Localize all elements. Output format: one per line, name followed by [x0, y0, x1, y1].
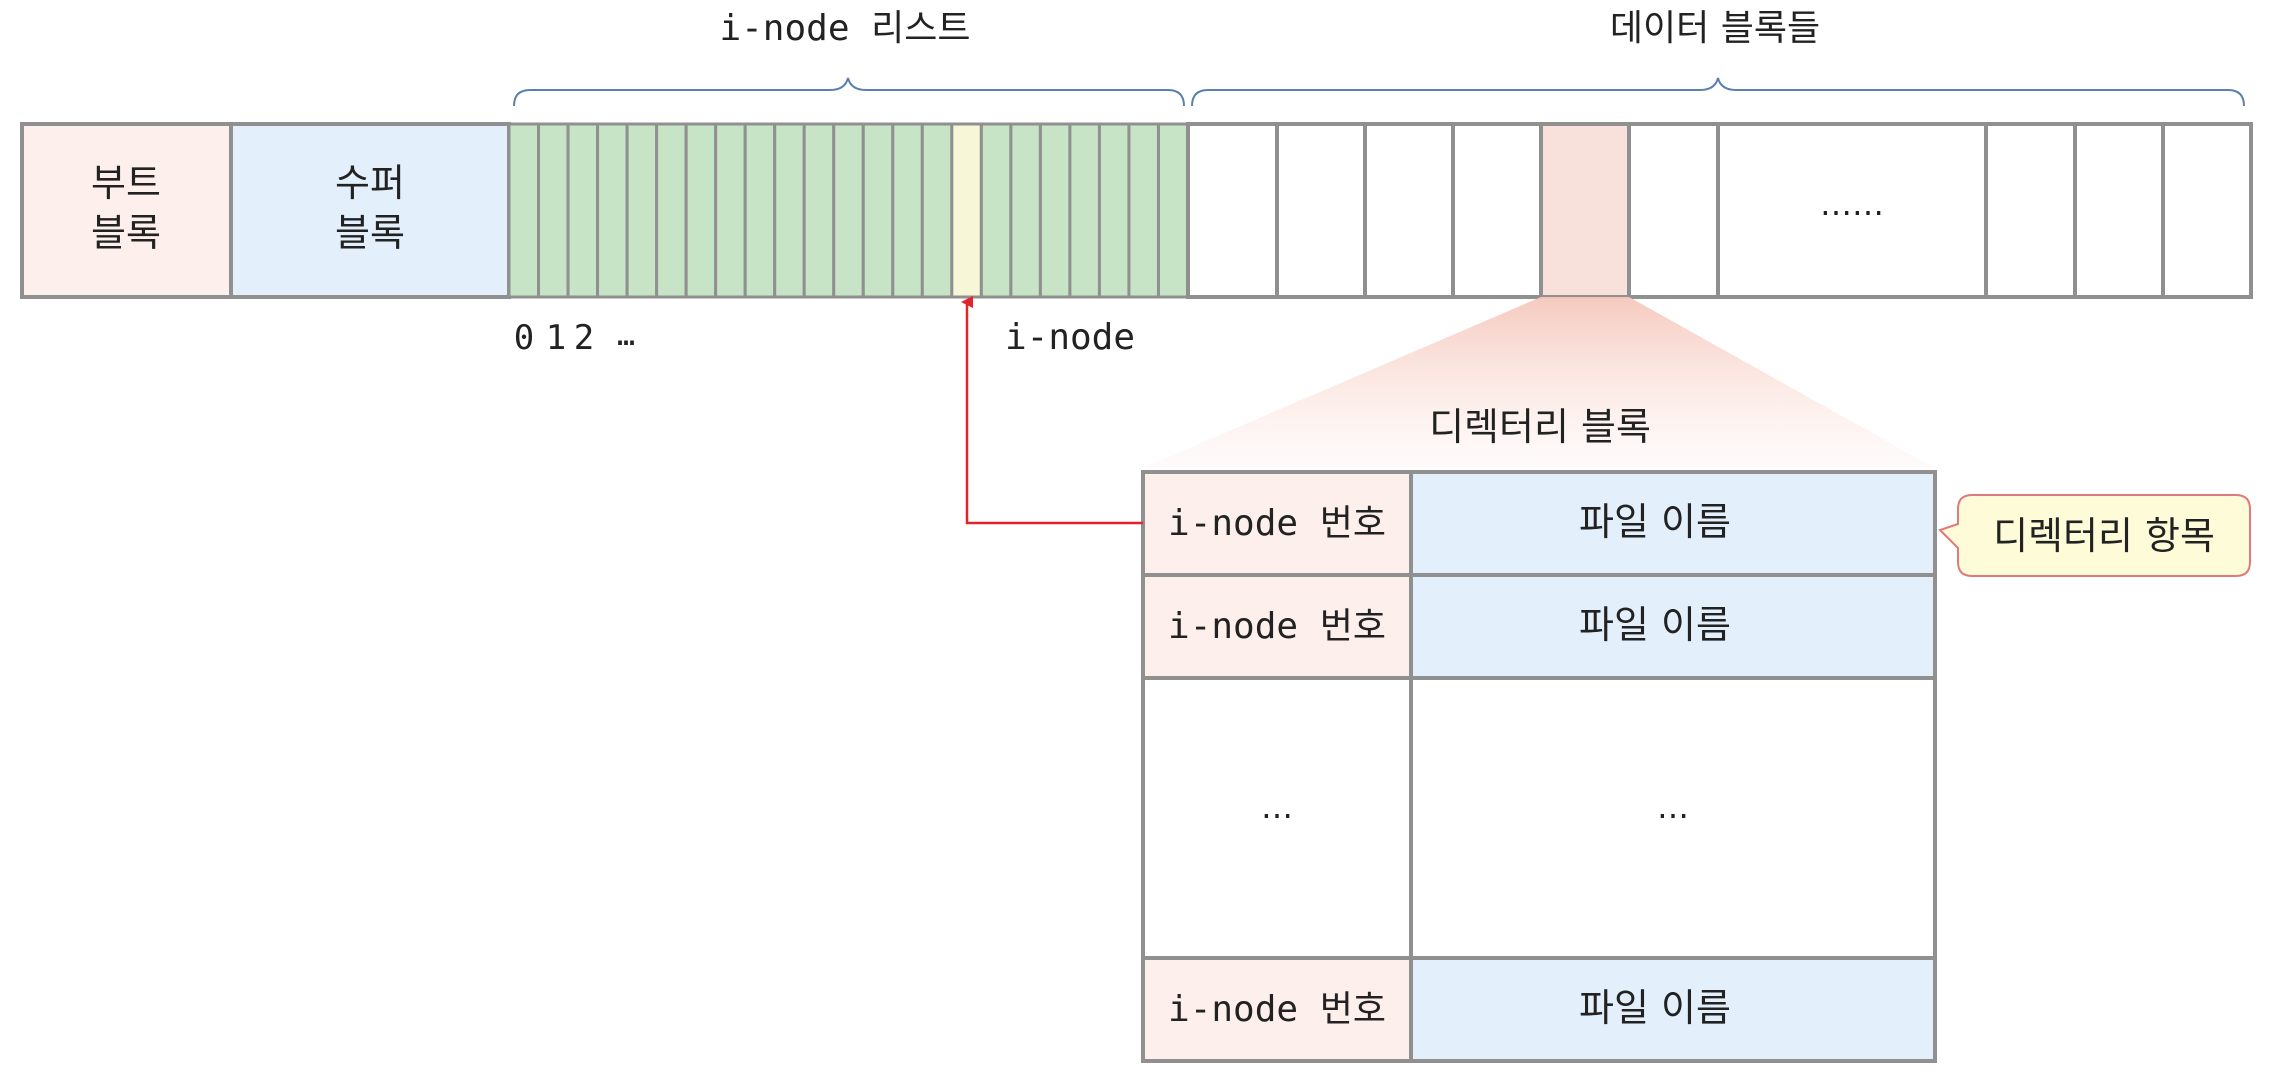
inode-list: [507, 122, 1190, 299]
inode-index-1: 1: [546, 318, 566, 358]
directory-block-title: 디렉터리 블록: [1429, 405, 1651, 449]
dir-row-2-inode: i-node 번호: [1168, 606, 1386, 647]
inode-cell: [832, 122, 865, 299]
data-block: [2073, 122, 2165, 299]
dir-row-2-name: 파일 이름: [1579, 603, 1731, 647]
data-block: [1451, 122, 1543, 299]
inode-list-brace: [513, 77, 1185, 107]
dir-row-3-name: …: [1657, 788, 1689, 826]
dir-row-1-name-cell: [1409, 470, 1937, 577]
data-block: [1627, 122, 1720, 299]
super-block: [229, 122, 511, 299]
data-block: [1363, 122, 1455, 299]
inode-cell: [979, 122, 1013, 299]
dir-row-4-name: 파일 이름: [1579, 986, 1731, 1030]
data-block: [1716, 122, 1988, 299]
inode-cell: [1127, 122, 1160, 299]
inode-cell: [566, 122, 600, 299]
inode-cell: [625, 122, 659, 299]
inode-cell: [537, 122, 570, 299]
data-block: [1984, 122, 2077, 299]
inode-cell: [1156, 122, 1190, 299]
inode-index-0: 0: [514, 318, 534, 358]
data-block-directory: [1539, 122, 1631, 299]
boot-block-label-1: 부트: [91, 161, 161, 205]
super-block-label-1: 수퍼: [335, 161, 405, 205]
inode-cell: [1009, 122, 1042, 299]
inode-index-2: 2: [574, 318, 594, 358]
dir-row-3-inode: …: [1261, 788, 1293, 826]
inode-pointer-label: i-node: [1005, 317, 1135, 358]
inode-cell: [743, 122, 777, 299]
data-blocks-label: 데이터 블록들: [1610, 8, 1820, 49]
inode-cell: [596, 122, 629, 299]
disk-strip: 부트 블록 수퍼 블록 ……: [20, 122, 2253, 299]
dir-row-4-name-cell: [1409, 956, 1937, 1063]
inode-cell: [684, 122, 718, 299]
inode-cell: [773, 122, 806, 299]
data-block: [1275, 122, 1367, 299]
directory-block: i-node 번호 파일 이름 i-node 번호 파일 이름 … … i-no…: [1141, 470, 1937, 1063]
dir-row-3-name-cell: [1409, 676, 1937, 960]
inode-cell: [714, 122, 747, 299]
inode-cell: [1038, 122, 1072, 299]
inode-cell: [891, 122, 924, 299]
data-blocks: [1186, 122, 2253, 299]
dir-row-4-inode-cell: [1141, 956, 1413, 1063]
data-blocks-brace: [1191, 77, 2245, 107]
inode-index-ellipsis: …: [617, 318, 635, 353]
inode-cell: [920, 122, 954, 299]
inode-cell: [861, 122, 895, 299]
data-ellipsis: ……: [1820, 185, 1884, 223]
dir-row-2-name-cell: [1409, 573, 1937, 680]
boot-block: [20, 122, 233, 299]
inode-cell: [1097, 122, 1131, 299]
dir-row-1-name: 파일 이름: [1579, 500, 1731, 544]
inode-list-label: i-node 리스트: [719, 8, 970, 49]
inode-cell: [507, 122, 541, 299]
directory-entry-callout: [1938, 494, 2251, 577]
data-block: [2161, 122, 2253, 299]
zoom-fan: [1143, 297, 1935, 468]
callout-label: 디렉터리 항목: [1993, 514, 2215, 558]
super-block-label-2: 블록: [335, 211, 405, 255]
inode-cell-highlighted: [950, 122, 983, 299]
boot-block-label-2: 블록: [91, 211, 161, 255]
inode-pointer-arrow: [961, 296, 1143, 525]
inode-cell: [802, 122, 836, 299]
inode-cell: [1068, 122, 1101, 299]
inode-cell: [655, 122, 688, 299]
data-block: [1186, 122, 1279, 299]
dir-row-1-inode: i-node 번호: [1168, 503, 1386, 544]
dir-row-4-inode: i-node 번호: [1168, 989, 1386, 1030]
